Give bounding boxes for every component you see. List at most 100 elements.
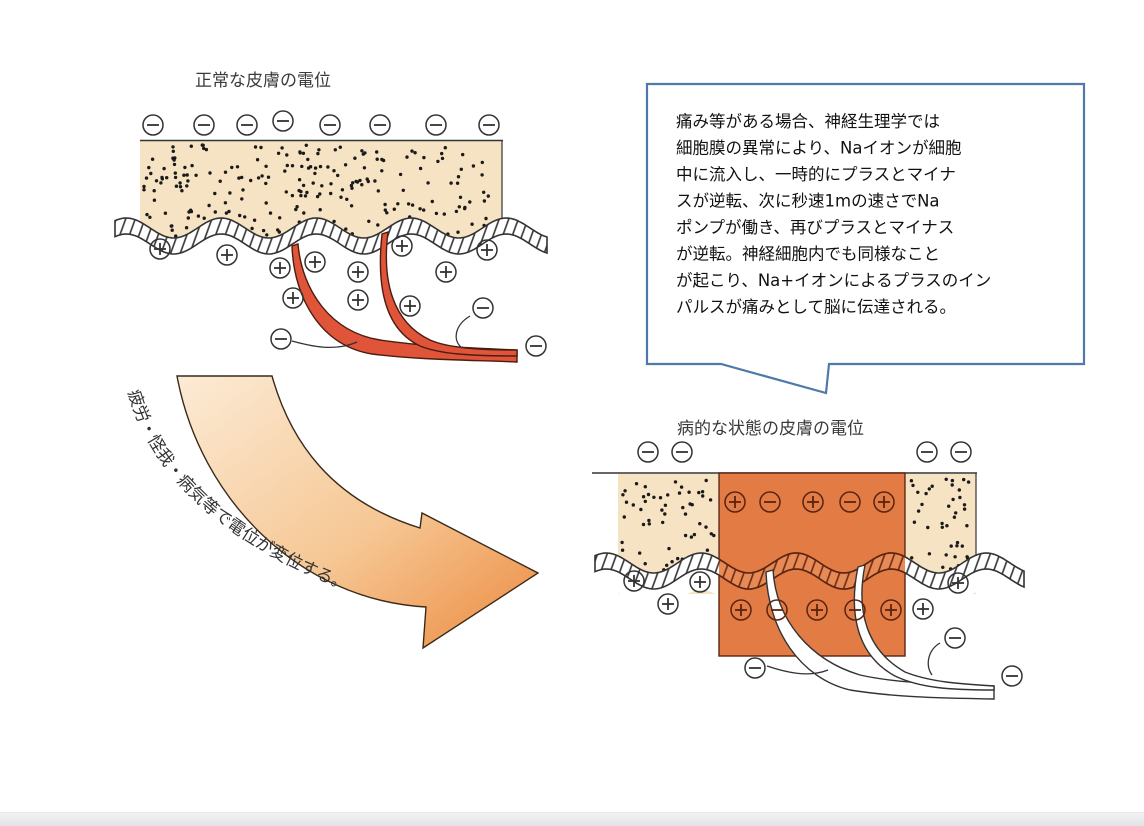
stipple-dot [349,183,354,188]
nerve-fiber [765,569,995,700]
stipple-dot [401,188,405,192]
negative-charge-icon [425,114,447,136]
stipple-dot [202,146,206,151]
stipple-dot [333,148,337,152]
stipple-dot [148,215,152,219]
negative-charge-icon [950,441,972,463]
stipple-dot [315,194,320,199]
stipple-dot [698,522,702,526]
negative-charge-icon [671,441,693,463]
stipple-dot [196,214,201,218]
stipple-dot [470,222,474,226]
negative-charge-icon [916,441,938,463]
nerve-negative-charges [270,297,547,357]
stipple-dot [163,211,168,215]
stipple-dot [383,202,387,207]
stipple-dot [345,197,349,201]
stipple-dot [144,176,149,180]
positive-charge-icon [806,599,828,621]
negative-charge-icon [839,491,861,513]
stipple-dot [950,478,955,483]
stipple-dot [486,194,490,198]
stipple-dot [228,191,232,195]
positive-charge-icon [304,251,326,273]
stipple-dots [620,478,716,572]
stipple-dot [683,512,688,516]
stipple-dot [252,218,257,222]
stipple-dot [174,184,179,188]
stipple-dot [367,219,371,223]
stipple-dot [362,166,367,170]
stipple-dot [480,173,484,177]
positive-charge-icon [880,599,902,621]
normal-skin-title: 正常な皮膚の電位 [195,71,331,91]
positive-charge-icon [282,287,304,309]
stipple-dot [264,181,268,186]
stipple-dot [924,491,928,496]
stipple-dot [960,544,964,548]
stipple-dot [261,228,266,233]
stipple-dots [909,477,971,571]
positive-charge-icon [216,244,238,266]
stipple-dot [643,485,647,489]
stipple-dot [264,164,268,168]
stipple-dot [184,226,189,230]
stipple-dot [173,171,177,175]
stipple-dot [461,152,465,157]
stipple-dot [643,499,647,504]
stipple-dot [235,165,240,169]
stipple-dot [332,169,336,173]
negative-charge-icon [759,491,781,513]
stipple-dot [213,210,217,214]
stipple-dot [426,181,430,185]
positive-charge-icon [802,491,824,513]
stipple-dot [413,151,417,155]
stipple-dot [962,503,967,507]
stipple-dot [223,170,228,174]
stipple-dot [953,555,957,559]
stipple-dot [482,199,487,203]
stipple-dot [326,165,330,169]
stipple-dot [422,208,426,212]
stipple-dot [957,488,961,492]
callout-line: ポンプが働き、再びプラスとマイナス [676,218,954,237]
stipple-dot [301,151,306,155]
stipple-dot [329,191,333,196]
stipple-dot [689,535,694,539]
stipple-dot [329,182,333,186]
stipple-dot [316,151,320,156]
stipple-dot [318,192,322,196]
stipple-dot [305,190,309,195]
stipple-dot [927,552,932,556]
stipple-dot [318,164,323,169]
stipple-dot [298,151,302,155]
stipple-dot [150,157,155,161]
nerve-fiber [853,564,995,691]
stipple-dot [343,163,348,167]
stipple-dot [201,143,205,147]
stipple-dot [189,208,193,212]
negative-charge-icon [1001,665,1023,687]
stipple-dot [647,522,651,526]
stipple-dot [278,216,282,220]
stipple-dot [290,193,295,198]
stipple-dot [926,525,930,530]
stipple-dot [344,227,348,231]
mask [112,225,550,275]
stipple-dot [940,521,944,526]
nerve-fiber [291,243,518,363]
abnormal-skin-diagram: 病的な状態の皮膚の電位 [590,419,1028,700]
stipple-dot [638,551,642,555]
stipple-dot [207,203,211,208]
lesion-charges-top [724,491,895,513]
stipple-dot [339,195,343,199]
lesion-charges-bottom [730,599,902,621]
stipple-dot [443,146,447,150]
stipple-dot [154,179,159,183]
stipple-dot [381,158,386,163]
stipple-dot [396,202,400,206]
explanation-callout: 痛み等がある場合、神経生理学では細胞膜の異常により、Naイオンが細胞中に流入し、… [645,82,1086,395]
stipple-dot [690,503,694,507]
stipple-dot [418,207,422,211]
surface-negative-charges [142,110,500,136]
